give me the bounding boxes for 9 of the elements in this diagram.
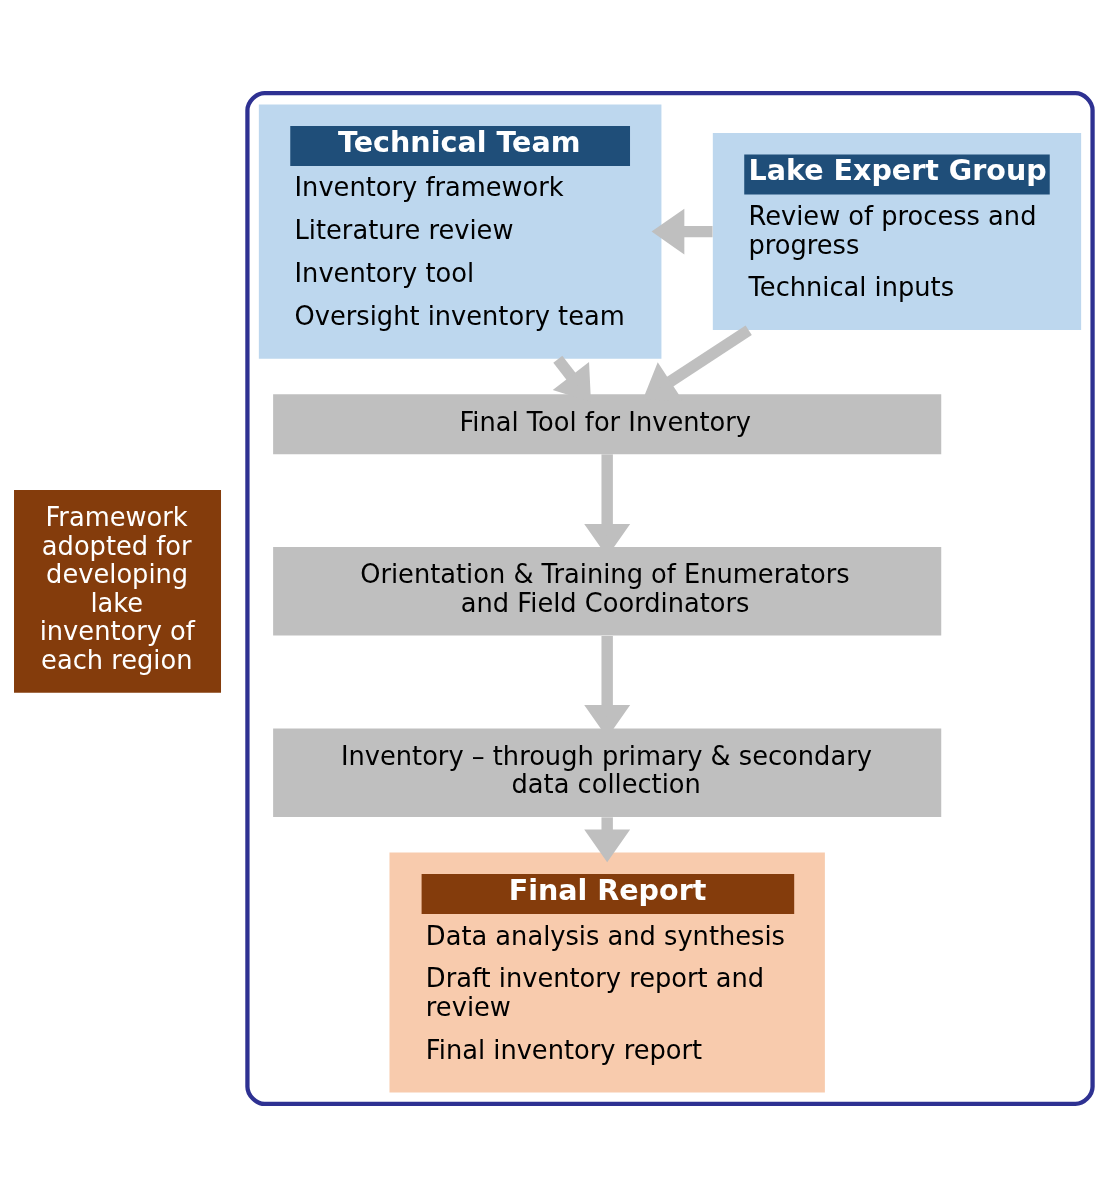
cluster — [245, 90, 1095, 1106]
node-box: Lake Expert Group Review of process and progress Technical inputs — [712, 132, 1082, 330]
node-box: Final Report Data analysis and synthesis Draft inventory report and review Final inventory report — [389, 852, 825, 1092]
node-box: Final Tool for Inventory — [273, 393, 942, 454]
node-box: Inventory – through primary & secondary data collection — [273, 727, 942, 817]
node-box: Technical Team Inventory framework Literature review Inventory tool Oversight inventory team — [258, 104, 662, 359]
node-box: Orientation & Training of Enumerators and Field Coordinators — [273, 546, 942, 636]
node-box: Framework adopted for developing lake inventory of each region — [14, 489, 221, 693]
arrow — [651, 208, 713, 255]
